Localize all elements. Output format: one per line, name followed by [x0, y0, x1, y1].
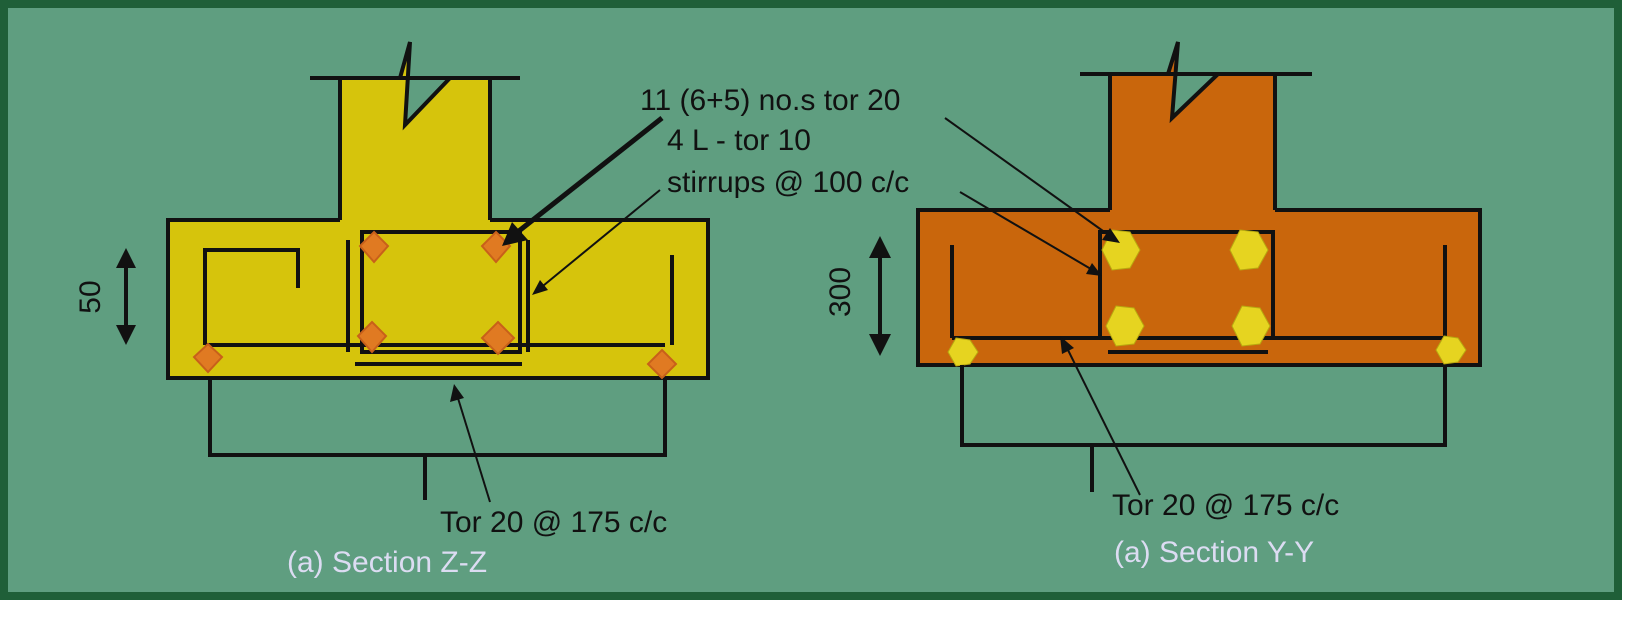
section-z-bar [646, 348, 678, 380]
section-y-caption: (a) Section Y-Y [1114, 536, 1314, 569]
section-z-pedestal [208, 378, 667, 457]
section-y-footing-outline [916, 208, 1482, 367]
section-y-bottom-bars-label: Tor 20 @ 175 c/c [1112, 489, 1339, 522]
section-z-bar [192, 342, 224, 374]
section-z-stirrup [360, 230, 522, 354]
section-z-bar [358, 230, 390, 264]
section-y-bar [1105, 305, 1145, 347]
section-z-dimension: 50 [74, 248, 136, 345]
section-y-column [1110, 42, 1275, 212]
stirrups-label-line2: stirrups @ 100 c/c [667, 166, 909, 199]
section-z-bottom-bars-label: Tor 20 @ 175 c/c [440, 506, 667, 539]
section-z-bar [480, 320, 516, 356]
section-z-main-bars-leader [508, 116, 664, 240]
section-y-y: 300 [824, 41, 1482, 496]
section-z-bar [356, 320, 388, 354]
section-y-bar [1231, 305, 1271, 347]
section-y-pedestal [960, 365, 1447, 447]
main-bars-label: 11 (6+5) no.s tor 20 [640, 84, 900, 117]
section-z-column [340, 42, 490, 222]
section-z-footing-outline [166, 218, 710, 380]
section-z-z: 50 [74, 41, 710, 503]
section-z-footing [168, 220, 708, 378]
section-z-caption: (a) Section Z-Z [287, 546, 487, 579]
section-y-dimension: 300 [824, 236, 891, 356]
section-z-dimension-label: 50 [74, 280, 107, 313]
section-y-stirrup [1098, 230, 1275, 340]
section-y-dimension-label: 300 [824, 267, 857, 317]
stirrups-label-line1: 4 L - tor 10 [667, 124, 811, 157]
section-z-left-hook [203, 248, 300, 345]
section-y-main-bars-leader [944, 117, 1111, 237]
section-y-bar [947, 337, 979, 367]
section-y-bar [1435, 335, 1467, 365]
section-y-bar [1229, 229, 1269, 271]
section-z-bars [192, 230, 678, 380]
